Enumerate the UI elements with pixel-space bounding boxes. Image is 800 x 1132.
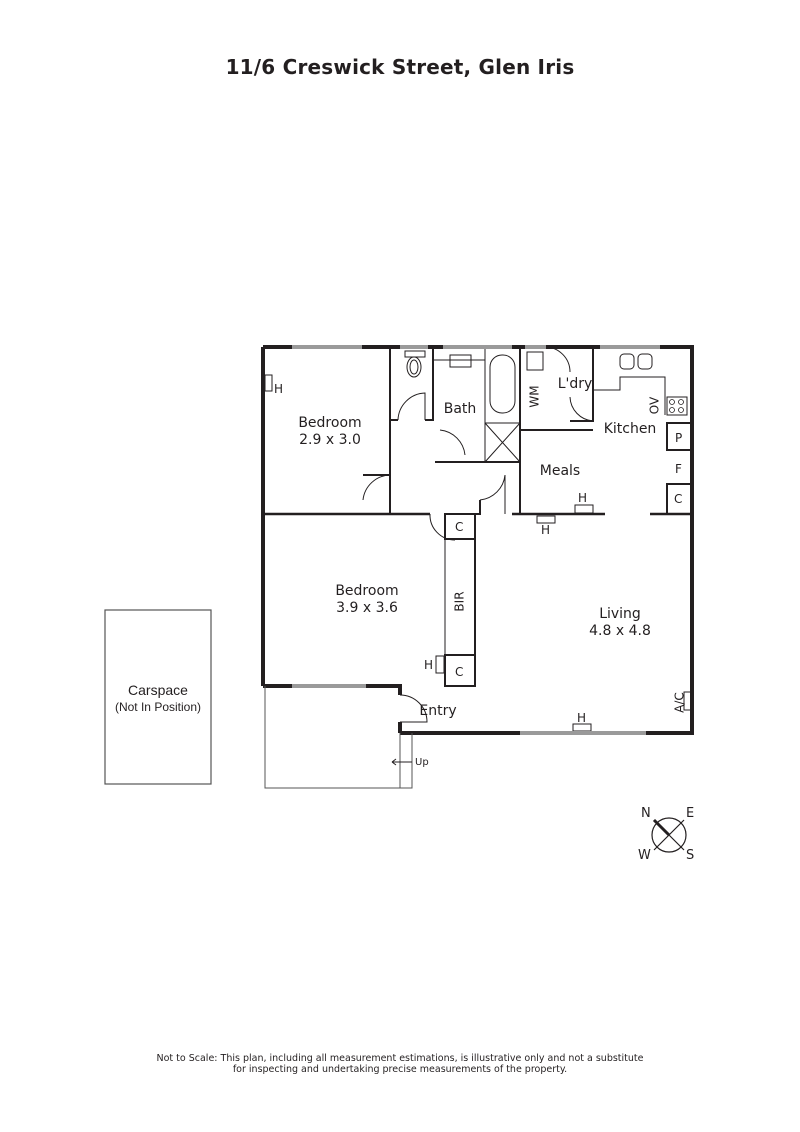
ac-label: A/C bbox=[672, 692, 687, 713]
bir-label: BIR bbox=[452, 591, 467, 612]
oven-label: OV bbox=[647, 396, 662, 415]
wm-label: WM bbox=[527, 385, 542, 408]
room-entry: Entry bbox=[419, 703, 457, 719]
compass-north: N bbox=[641, 806, 651, 821]
disclaimer: Not to Scale: This plan, including all m… bbox=[156, 1053, 644, 1075]
room-laundry: L'dry bbox=[557, 376, 593, 392]
room-living: Living 4.8 x 4.8 bbox=[589, 606, 651, 639]
heater-label: H bbox=[577, 711, 587, 725]
compass-east: E bbox=[686, 806, 695, 821]
cupboard-label: C bbox=[455, 520, 464, 534]
heater-label: H bbox=[541, 523, 551, 537]
pantry-label: P bbox=[675, 431, 683, 445]
room-bath: Bath bbox=[443, 401, 477, 417]
room-bedroom-1: Bedroom 2.9 x 3.0 bbox=[298, 415, 362, 448]
cupboard-label: C bbox=[674, 492, 683, 506]
room-meals: Meals bbox=[539, 463, 581, 479]
heater-label: H bbox=[424, 658, 434, 672]
compass-west: W bbox=[638, 848, 651, 863]
compass-south: S bbox=[686, 848, 695, 863]
page-title: 11/6 Creswick Street, Glen Iris bbox=[225, 55, 575, 79]
carspace-label: Carspace (Not In Position) bbox=[114, 682, 202, 714]
stairs-up-label: Up bbox=[415, 757, 429, 768]
room-bedroom-2: Bedroom 3.9 x 3.6 bbox=[335, 583, 399, 616]
heater-label: H bbox=[578, 491, 588, 505]
fridge-label: F bbox=[675, 462, 682, 476]
room-kitchen: Kitchen bbox=[603, 421, 657, 437]
heater-label: H bbox=[274, 382, 284, 396]
cupboard-label: C bbox=[455, 665, 464, 679]
